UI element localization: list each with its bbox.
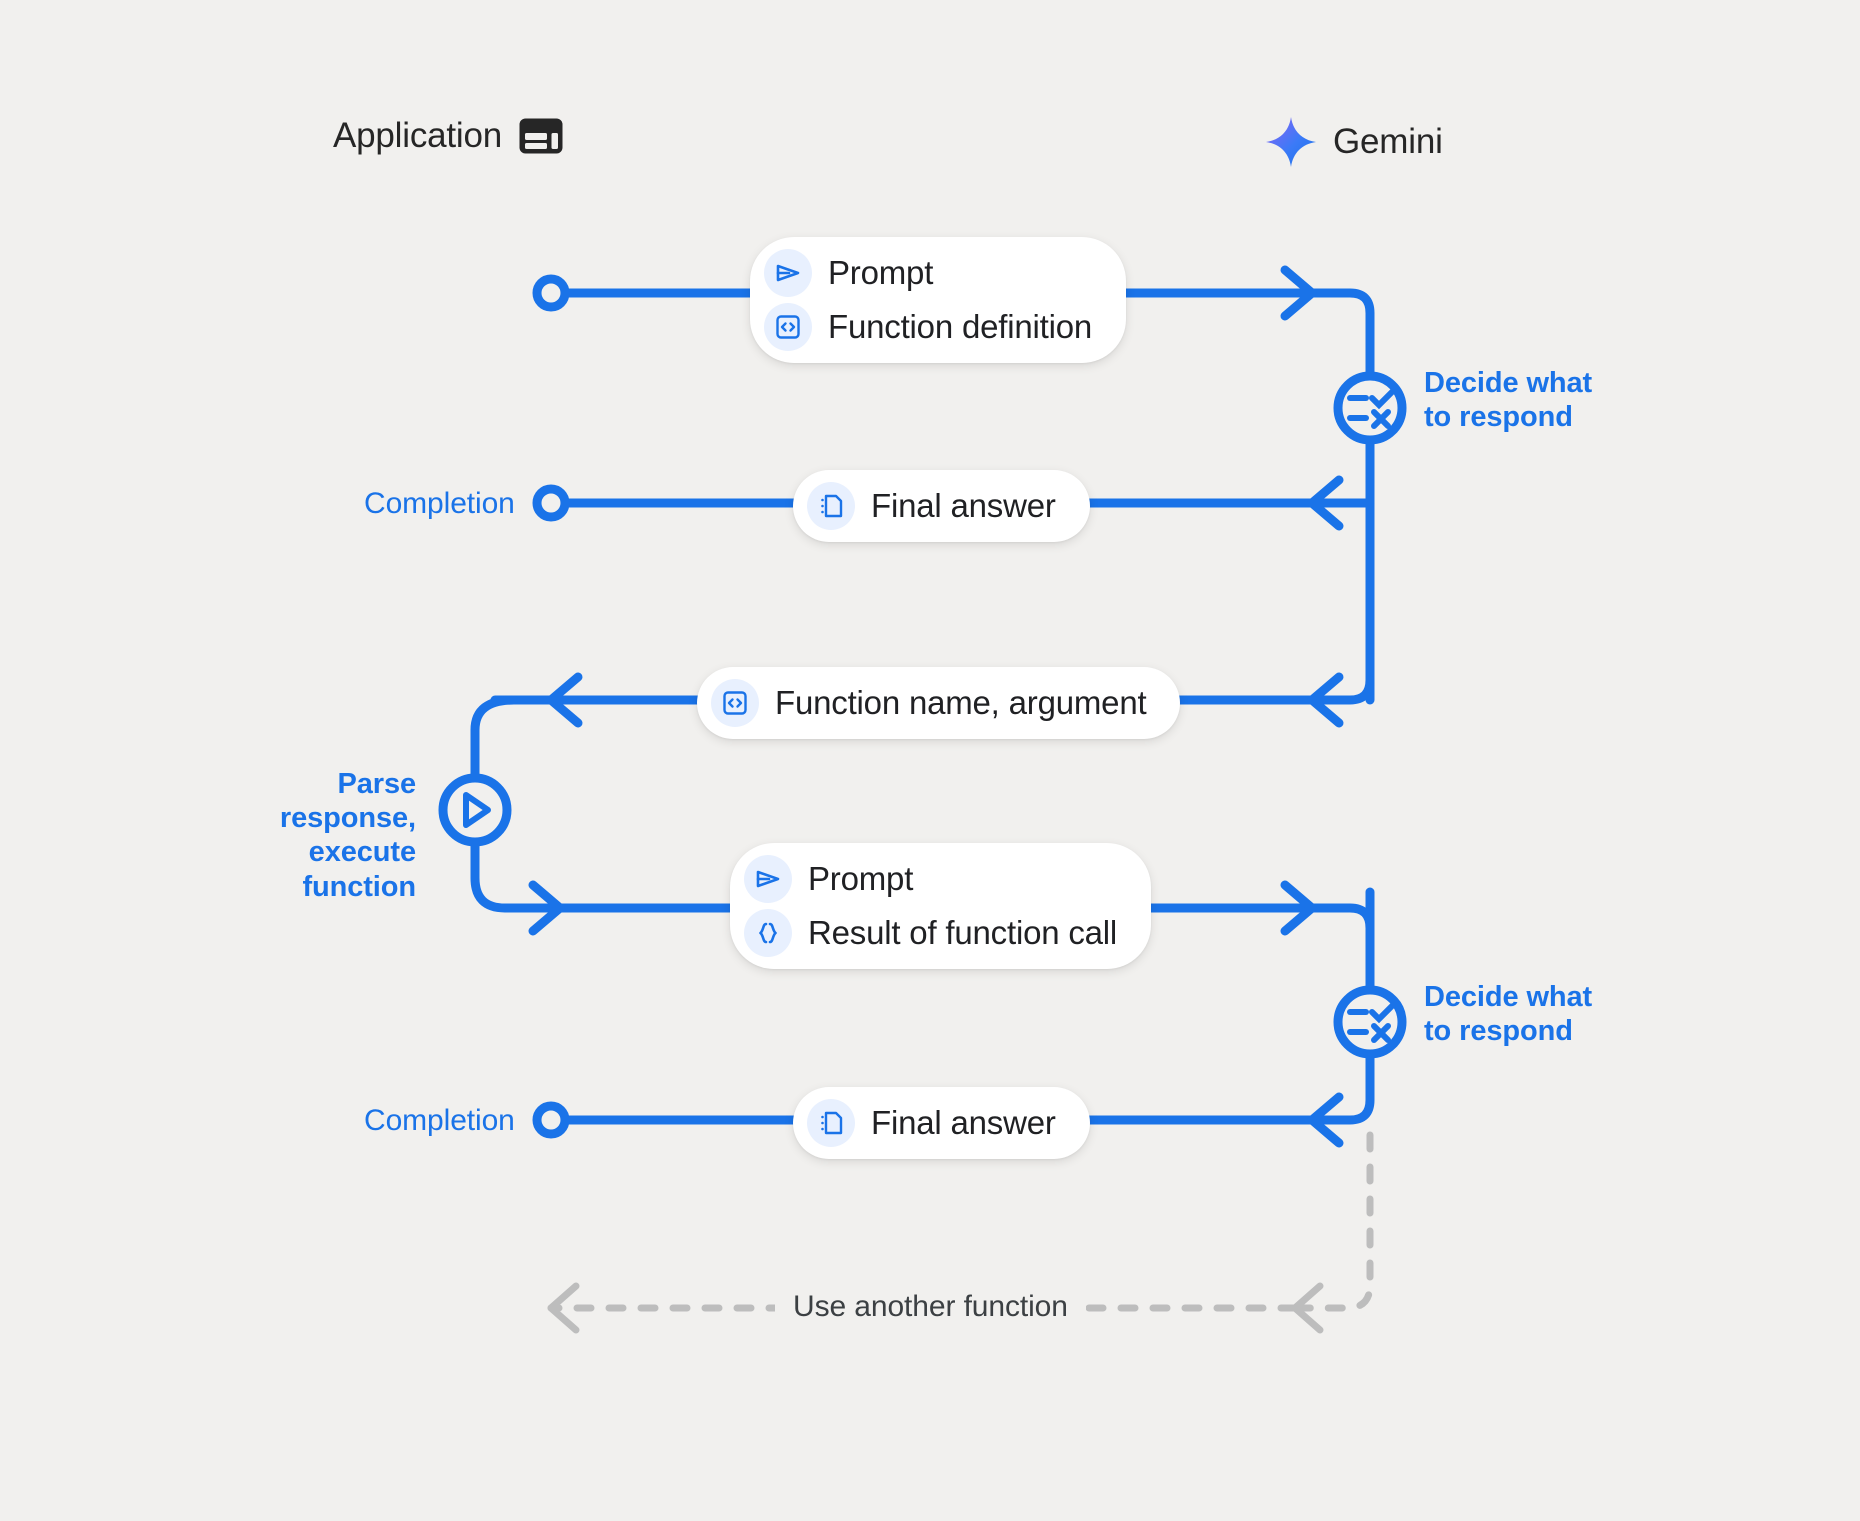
message-row-label: Function definition [828, 308, 1093, 345]
message-row-label: Final answer [871, 1104, 1056, 1141]
lane-header-gemini: Gemini [1265, 116, 1443, 168]
message-row: Prompt [744, 855, 1117, 903]
message-card-request-1: Prompt Function definition [750, 237, 1127, 363]
annotation-loop: Use another function [775, 1290, 1086, 1324]
curly-braces-icon [744, 909, 792, 957]
send-icon [744, 855, 792, 903]
lane-label-gemini: Gemini [1333, 122, 1443, 161]
wire-request-2-curve [1307, 887, 1375, 933]
wire-response-3-curve [1307, 1049, 1375, 1125]
wire-response-1 [1307, 478, 1375, 508]
arrowhead-loop-gemini [1291, 1282, 1324, 1334]
wire-parse-in [470, 695, 519, 783]
annotation-decide-1: Decide what to respond [1424, 367, 1593, 434]
annotation-completion-2: Completion [364, 1104, 515, 1137]
node-request-1-origin [532, 274, 570, 312]
play-circle-icon [463, 792, 491, 828]
decide-node-2-circle [1333, 985, 1407, 1059]
arrowhead-response-1 [1307, 475, 1344, 531]
gemini-sparkle-icon [1265, 116, 1317, 168]
wire-loop-vertical [1291, 1131, 1374, 1312]
message-card-request-2: Prompt Result of function call [730, 843, 1152, 969]
app-window-icon [518, 117, 564, 155]
document-icon [807, 482, 855, 530]
message-row: Function definition [764, 303, 1092, 351]
arrowhead-request-1 [1280, 265, 1317, 321]
code-brackets-icon [764, 303, 812, 351]
annotation-completion-1: Completion [364, 487, 515, 520]
message-row-label: Prompt [828, 254, 934, 291]
message-card-response-3: Final answer [793, 1087, 1090, 1159]
arrowhead-request-2 [1280, 880, 1317, 936]
wire-request-1-curve [1307, 288, 1375, 387]
message-row: Final answer [807, 482, 1056, 530]
decide-node-1-circle [1333, 371, 1407, 445]
wire-parse-out [470, 837, 556, 913]
message-row: Final answer [807, 1099, 1056, 1147]
message-row: Prompt [764, 249, 1092, 297]
checklist-decision-icon-2 [1347, 1003, 1395, 1043]
arrowhead-loop-application [547, 1282, 580, 1334]
message-row-label: Function name, argument [775, 684, 1147, 721]
arrowhead-response-2 [1307, 672, 1344, 728]
document-icon [807, 1099, 855, 1147]
lane-header-application: Application [333, 116, 564, 156]
message-row-label: Result of function call [808, 914, 1118, 951]
arrowhead-request-2-app [528, 880, 565, 936]
node-completion-2 [532, 1101, 570, 1139]
checklist-decision-icon [1347, 389, 1395, 429]
message-row-label: Prompt [808, 860, 914, 897]
message-card-response-2: Function name, argument [697, 667, 1181, 739]
code-brackets-icon [711, 679, 759, 727]
parse-execute-node-circle [438, 773, 512, 847]
annotation-parse-execute: Parse response, execute function [279, 768, 416, 903]
wire-response-2-curve [1307, 675, 1375, 705]
message-card-response-1: Final answer [793, 470, 1090, 542]
message-row: Function name, argument [711, 679, 1147, 727]
message-row: Result of function call [744, 909, 1117, 957]
lane-label-application: Application [333, 116, 503, 155]
node-completion-1 [532, 484, 570, 522]
arrowhead-response-2-app [546, 672, 583, 728]
message-row-label: Final answer [871, 487, 1056, 524]
annotation-decide-2: Decide what to respond [1424, 981, 1593, 1048]
send-icon [764, 249, 812, 297]
arrowhead-response-3 [1307, 1092, 1344, 1148]
